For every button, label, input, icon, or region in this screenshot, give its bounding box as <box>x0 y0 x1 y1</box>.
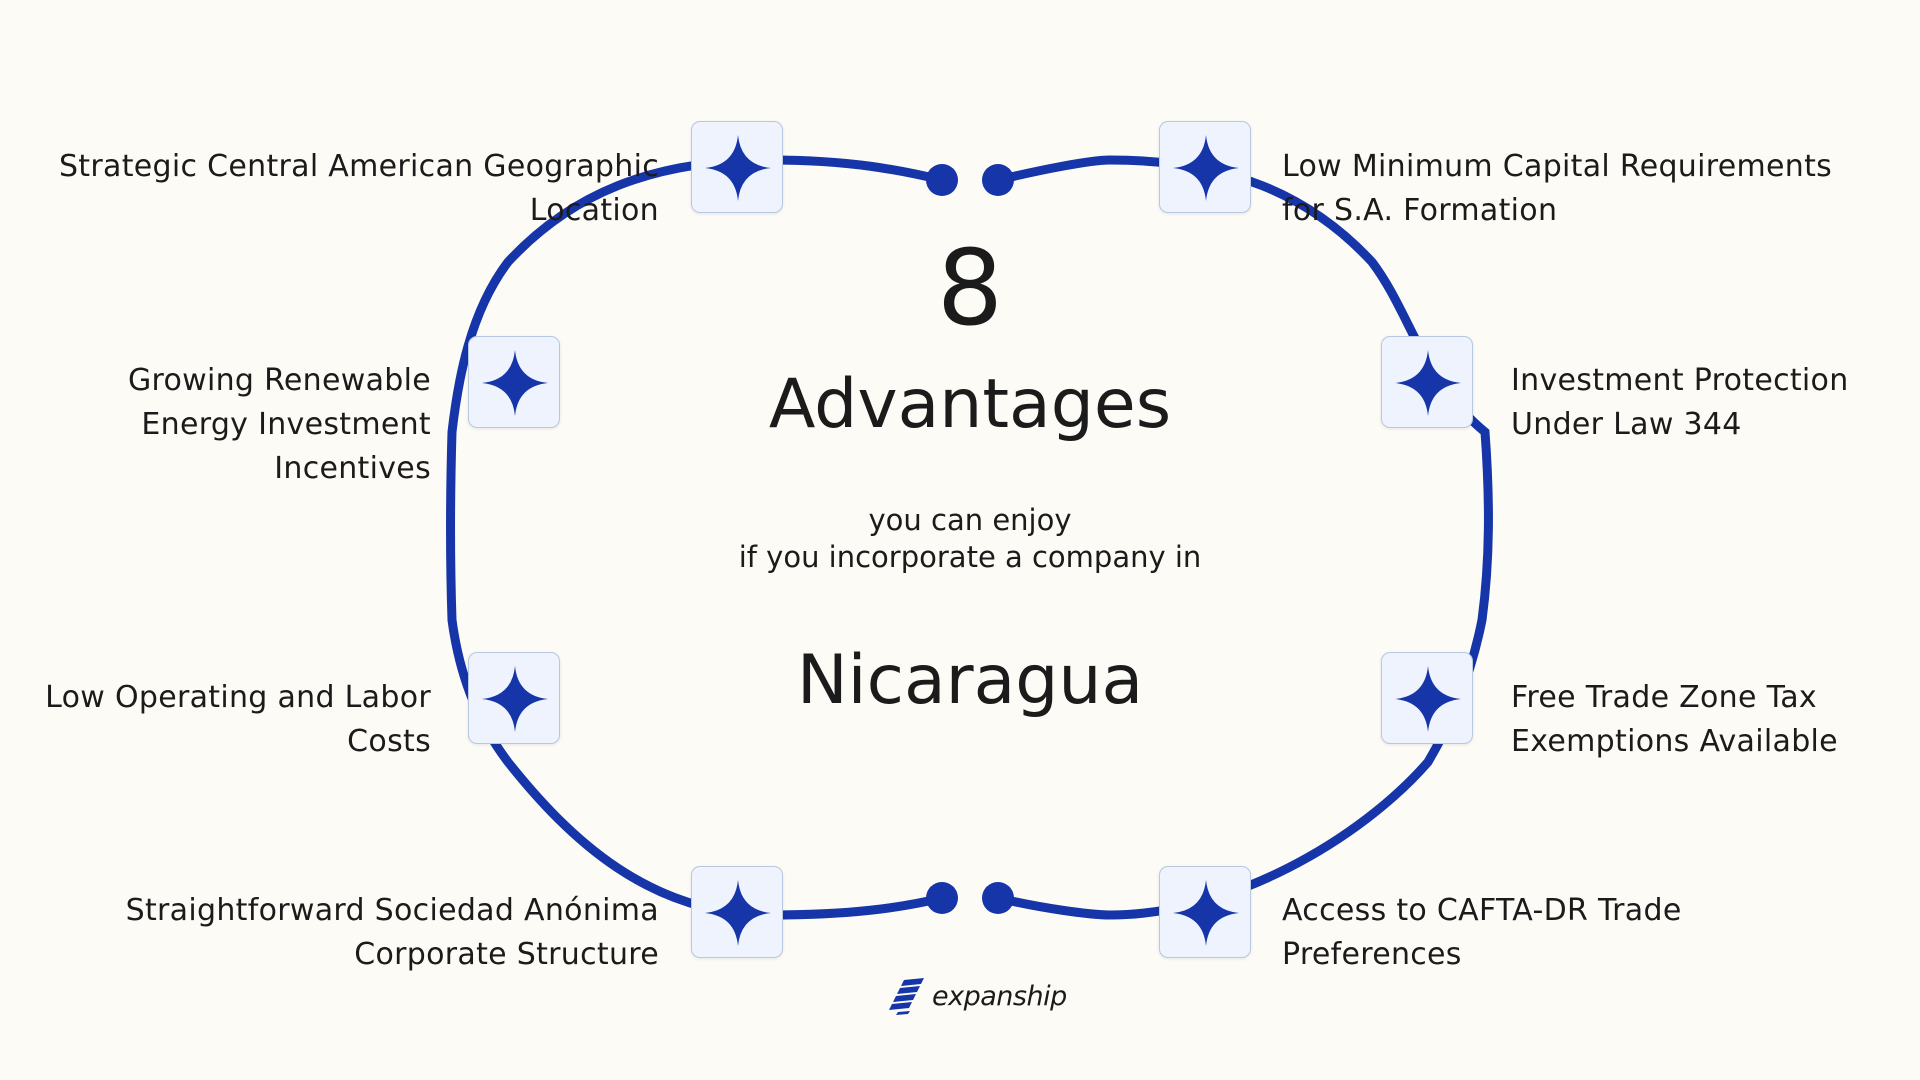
subtitle: you can enjoy if you incorporate a compa… <box>660 502 1280 576</box>
advantage-label-2: Low Minimum Capital Requirements for S.A… <box>1282 145 1832 233</box>
ring-end-dot-top-right <box>982 164 1014 196</box>
advantage-7-line-1: Straightforward Sociedad Anónima <box>125 893 659 928</box>
advantage-3-line-1: Growing Renewable <box>127 363 431 398</box>
expanship-logo-icon <box>889 978 924 1015</box>
advantage-label-6: Free Trade Zone Tax Exemptions Available <box>1511 676 1838 764</box>
node-8 <box>1159 866 1251 958</box>
four-point-star-icon <box>482 350 548 416</box>
advantage-5-line-2: Costs <box>347 724 431 759</box>
advantage-label-4: Investment Protection Under Law 344 <box>1511 359 1849 447</box>
advantage-label-7: Straightforward Sociedad Anónima Corpora… <box>126 889 659 977</box>
advantage-8-line-2: Preferences <box>1282 937 1462 972</box>
advantage-5-line-1: Low Operating and Labor <box>45 680 431 715</box>
four-point-star-icon <box>1173 135 1239 201</box>
advantage-6-line-1: Free Trade Zone Tax <box>1511 680 1817 715</box>
node-6 <box>1381 652 1473 744</box>
country-name: Nicaragua <box>796 641 1144 720</box>
advantage-2-line-2: for S.A. Formation <box>1282 193 1558 228</box>
advantage-label-1: Strategic Central American Geographic Lo… <box>59 145 659 233</box>
four-point-star-icon <box>482 666 548 732</box>
node-1 <box>691 121 783 213</box>
four-point-star-icon <box>1395 350 1461 416</box>
advantage-7-line-2: Corporate Structure <box>354 937 659 972</box>
ring-end-dot-bottom-right <box>982 882 1014 914</box>
node-5 <box>468 652 560 744</box>
advantage-3-line-2: Energy Investment <box>141 407 431 442</box>
ring-end-dot-top-left <box>926 164 958 196</box>
advantage-4-line-2: Under Law 344 <box>1511 407 1742 442</box>
advantage-8-line-1: Access to CAFTA-DR Trade <box>1282 893 1682 928</box>
advantage-label-8: Access to CAFTA-DR Trade Preferences <box>1282 889 1682 977</box>
node-3 <box>468 336 560 428</box>
four-point-star-icon <box>1395 666 1461 732</box>
four-point-star-icon <box>705 880 771 946</box>
subtitle-line-1: you can enjoy <box>868 503 1072 537</box>
advantage-count: 8 <box>936 227 1004 349</box>
advantage-1-line-1: Strategic Central American Geographic <box>58 149 659 184</box>
headline: Advantages <box>768 365 1172 444</box>
advantage-2-line-1: Low Minimum Capital Requirements <box>1282 149 1833 184</box>
node-4 <box>1381 336 1473 428</box>
advantage-6-line-2: Exemptions Available <box>1511 724 1838 759</box>
four-point-star-icon <box>705 135 771 201</box>
four-point-star-icon <box>1173 880 1239 946</box>
advantage-1-line-2: Location <box>529 193 659 228</box>
advantage-3-line-3: Incentives <box>274 451 431 486</box>
brand-name: expanship <box>932 980 1067 1012</box>
advantage-label-5: Low Operating and Labor Costs <box>45 676 431 764</box>
node-7 <box>691 866 783 958</box>
subtitle-line-2: if you incorporate a company in <box>738 540 1202 574</box>
ring-end-dot-bottom-left <box>926 882 958 914</box>
advantage-label-3: Growing Renewable Energy Investment Ince… <box>128 359 431 491</box>
node-2 <box>1159 121 1251 213</box>
brand-logo: expanship <box>888 976 1067 1016</box>
advantage-4-line-1: Investment Protection <box>1511 363 1849 398</box>
